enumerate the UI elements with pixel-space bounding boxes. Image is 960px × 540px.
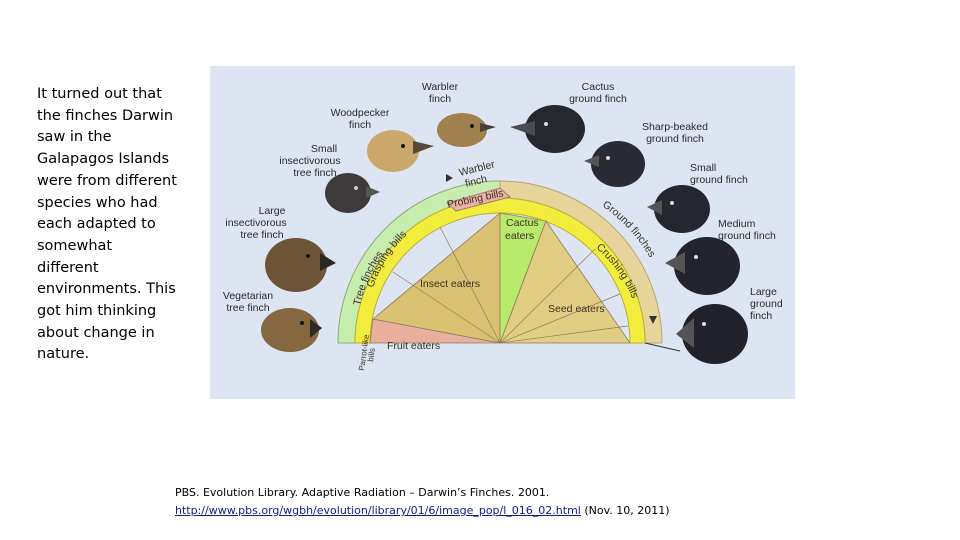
- ground-arrowhead-icon: [649, 316, 657, 324]
- slide-body-text: It turned out that the finches Darwin sa…: [37, 86, 177, 363]
- citation-date: (Nov. 10, 2011): [580, 504, 670, 517]
- cactus-label-1: Cactus: [582, 81, 615, 93]
- medium-ground-label-2: ground finch: [718, 230, 776, 242]
- small-ground-label-1: Small: [690, 162, 716, 174]
- pointer-line: [644, 342, 681, 352]
- warbler-finch-box: [445, 187, 512, 212]
- cactus-label-2: ground finch: [569, 93, 627, 105]
- darwin-finches-figure: Tree finches Ground finches Grasping bil…: [210, 66, 795, 399]
- cactus-ground-finch-icon: [510, 105, 585, 153]
- small-insectivorous-label-2: insectivorous: [279, 155, 340, 167]
- warbler-finch-icon: [437, 113, 496, 147]
- citation: PBS. Evolution Library. Adaptive Radiati…: [175, 484, 795, 520]
- medium-ground-label-1: Medium: [718, 218, 756, 230]
- warbler-label-2: finch: [429, 93, 451, 105]
- vegetarian-label-2: tree finch: [226, 302, 269, 314]
- large-ground-label-3: finch: [750, 310, 772, 322]
- large-ground-label-1: Large: [750, 286, 777, 298]
- citation-source: PBS. Evolution Library. Adaptive Radiati…: [175, 486, 550, 499]
- small-ground-label-2: ground finch: [690, 174, 748, 186]
- large-insectivorous-label-2: insectivorous: [225, 217, 286, 229]
- sharp-beaked-finch-icon: [584, 141, 645, 187]
- cactus-eaters-label-2: eaters: [505, 230, 534, 242]
- seed-eaters-sector: [499, 220, 631, 344]
- small-insectivorous-label-3: tree finch: [293, 167, 336, 179]
- tree-arrowhead-icon: [446, 174, 453, 182]
- sector-divider-lines: [392, 226, 629, 344]
- insect-eaters-label: Insect eaters: [420, 278, 480, 290]
- large-insectivorous-finch-icon: [265, 238, 336, 292]
- seed-eaters-label: Seed eaters: [548, 303, 605, 315]
- warbler-box-label-2: finch: [464, 173, 489, 190]
- large-ground-label-2: ground: [750, 298, 783, 310]
- woodpecker-label-1: Woodpecker: [331, 107, 390, 119]
- warbler-label-1: Warbler: [422, 81, 459, 93]
- medium-ground-finch-icon: [665, 237, 740, 295]
- small-insectivorous-finch-icon: [325, 173, 380, 213]
- sharp-beaked-label-2: ground finch: [646, 133, 704, 145]
- parrot-bills-label-2: bills: [366, 347, 377, 362]
- fruit-eaters-label: Fruit eaters: [387, 340, 440, 352]
- large-ground-finch-icon: [676, 304, 748, 364]
- bill-type-ring: [354, 197, 646, 344]
- vegetarian-label-1: Vegetarian: [223, 290, 273, 302]
- woodpecker-finch-icon: [367, 130, 434, 172]
- finch-adaptive-radiation-diagram: Tree finches Ground finches Grasping bil…: [223, 81, 783, 371]
- sharp-beaked-label-1: Sharp-beaked: [642, 121, 708, 133]
- small-insectivorous-label-1: Small: [311, 143, 337, 155]
- vegetarian-finch-icon: [261, 308, 322, 352]
- citation-url-line: http://www.pbs.org/wgbh/evolution/librar…: [175, 502, 795, 520]
- bird-labels: Warbler finch Cactus ground finch Woodpe…: [223, 81, 783, 322]
- citation-link[interactable]: http://www.pbs.org/wgbh/evolution/librar…: [175, 504, 581, 517]
- woodpecker-label-2: finch: [349, 119, 371, 131]
- small-ground-finch-icon: [647, 185, 710, 233]
- large-insectivorous-label-3: tree finch: [240, 229, 283, 241]
- cactus-eaters-label-1: Cactus: [506, 217, 539, 229]
- large-insectivorous-label-1: Large: [259, 205, 286, 217]
